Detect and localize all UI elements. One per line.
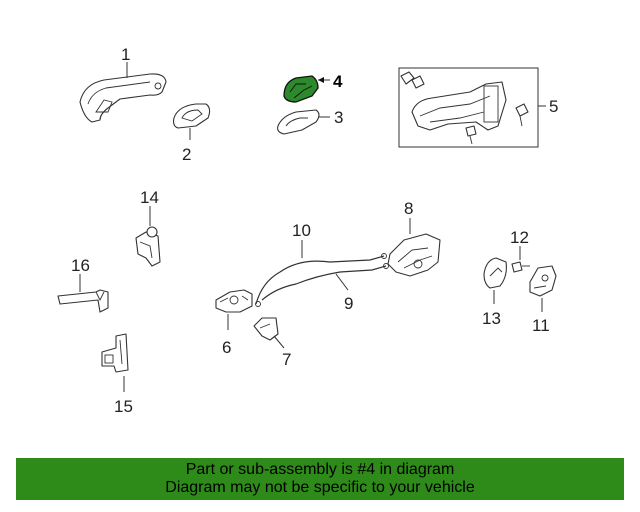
part-7-protector[interactable] xyxy=(253,317,285,349)
info-banner: Part or sub-assembly is #4 in diagram Di… xyxy=(16,458,624,500)
callout-10: 10 xyxy=(292,221,311,240)
part-3-cover[interactable] xyxy=(277,109,330,135)
part-10-cable[interactable] xyxy=(255,240,387,307)
banner-line-1: Part or sub-assembly is #4 in diagram xyxy=(185,461,455,478)
part-15-hinge[interactable] xyxy=(101,333,129,392)
callout-13: 13 xyxy=(482,309,501,328)
part-12-screw[interactable] xyxy=(511,246,530,273)
callout-16: 16 xyxy=(71,256,90,275)
part-1-outside-handle[interactable] xyxy=(79,62,167,123)
callout-6: 6 xyxy=(222,338,231,357)
part-9-cable[interactable] xyxy=(261,263,389,301)
callout-4: 4 xyxy=(333,72,343,91)
callout-1: 1 xyxy=(121,45,130,64)
callout-8: 8 xyxy=(404,199,413,218)
part-5-handle-frame-kit[interactable] xyxy=(398,67,546,148)
part-11-striker[interactable] xyxy=(529,265,557,312)
callout-15: 15 xyxy=(114,397,133,416)
part-13-striker-cover[interactable] xyxy=(483,257,507,304)
callout-12: 12 xyxy=(510,228,529,247)
diagram-canvas: 1 2 3 4 5 14 xyxy=(57,45,558,416)
part-2-handle-bezel[interactable] xyxy=(172,103,211,140)
banner-line-2: Diagram may not be specific to your vehi… xyxy=(165,479,475,496)
callout-9: 9 xyxy=(344,294,353,313)
callout-7: 7 xyxy=(282,350,291,369)
part-8-latch[interactable] xyxy=(387,218,441,277)
callout-11: 11 xyxy=(532,316,550,335)
callout-3: 3 xyxy=(334,108,343,127)
part-4-highlighted-cover[interactable] xyxy=(283,75,330,103)
part-6-actuator[interactable] xyxy=(215,289,253,330)
parts-diagram: 1 2 3 4 5 14 xyxy=(57,45,558,416)
callout-2: 2 xyxy=(182,145,191,164)
callout-5: 5 xyxy=(549,97,558,116)
part-14-bracket[interactable] xyxy=(135,206,161,267)
part-16-door-check[interactable] xyxy=(57,274,109,313)
callout-14: 14 xyxy=(140,188,159,207)
